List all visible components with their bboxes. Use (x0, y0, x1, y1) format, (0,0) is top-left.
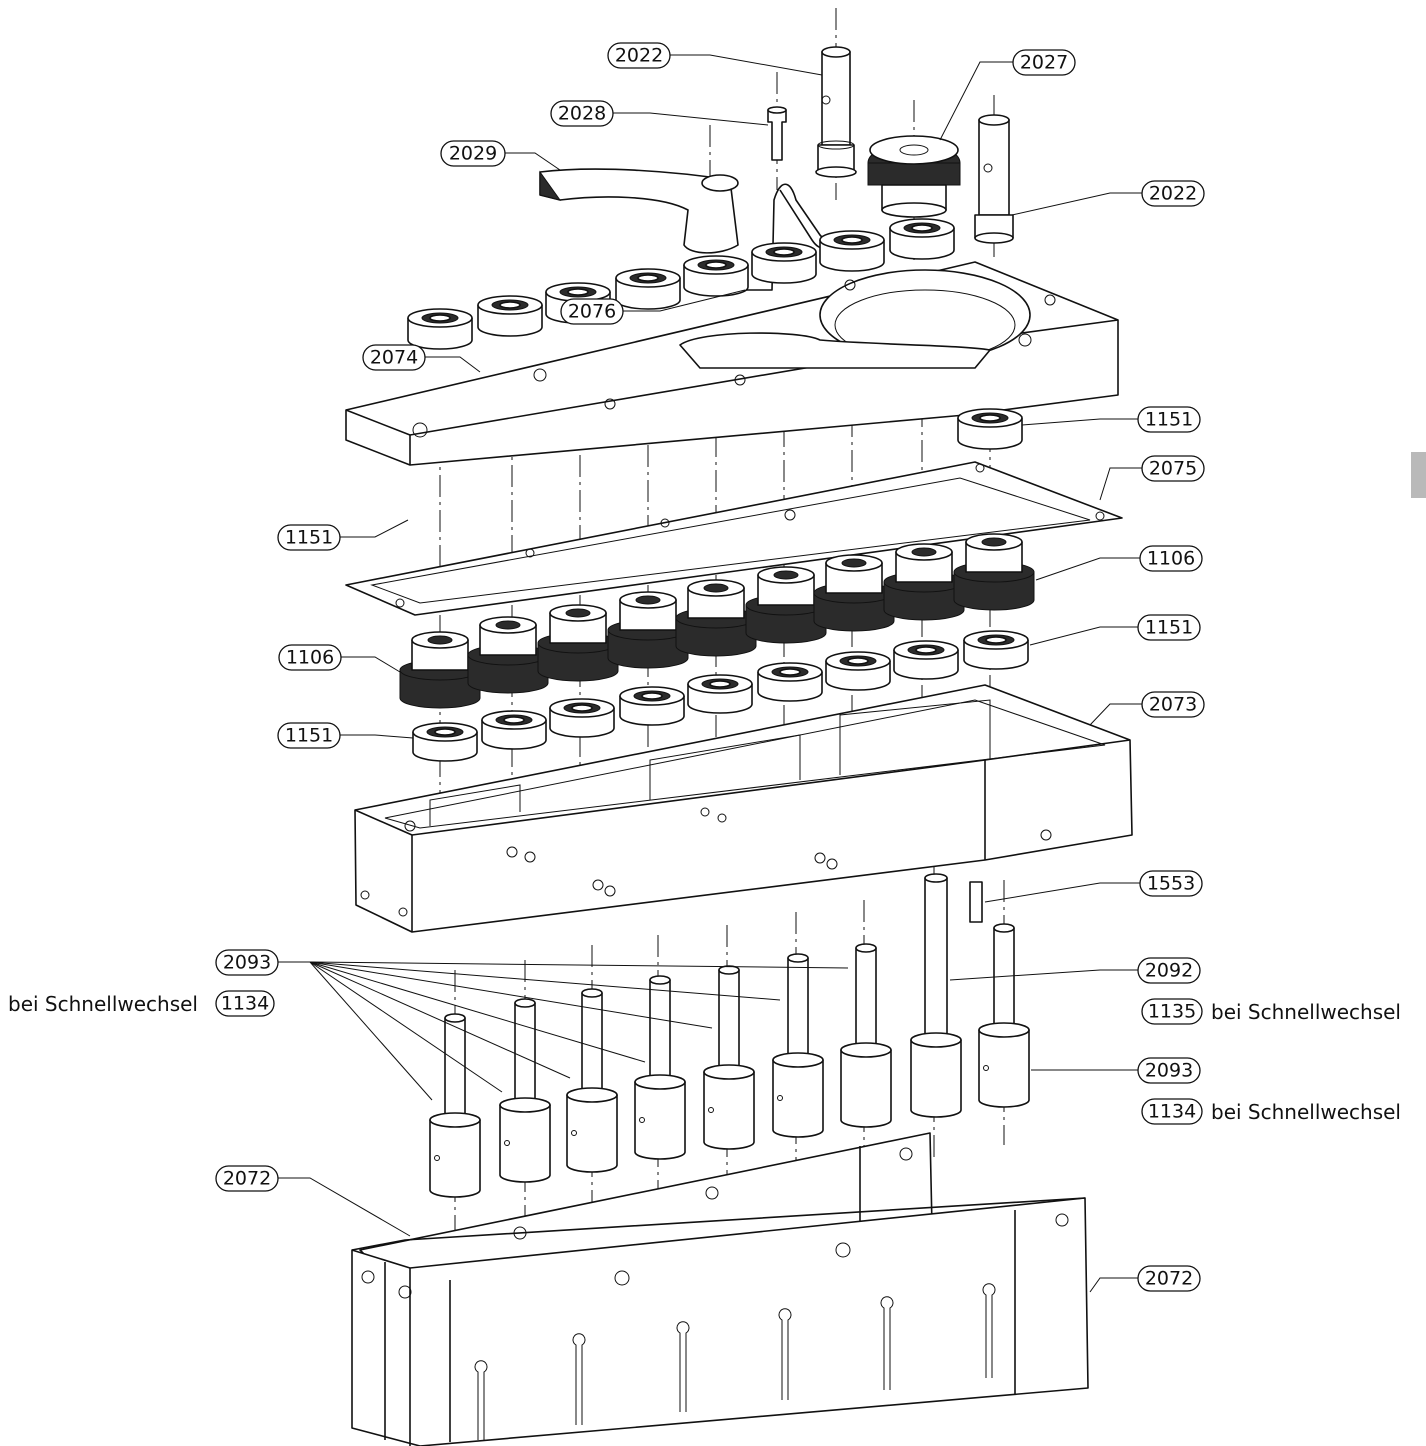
label-2022-top: 2022 (615, 45, 663, 67)
label-2072-right: 2072 (1145, 1268, 1193, 1290)
label-2092: 2092 (1145, 960, 1193, 982)
gear-2027 (867, 135, 961, 218)
label-2074: 2074 (370, 347, 418, 369)
label-2022-right: 2022 (1149, 183, 1197, 205)
label-1151-right-lower: 1151 (1145, 617, 1193, 639)
leader-lines (278, 54, 1142, 1293)
spring-2076 (745, 183, 826, 291)
housing-2073 (354, 684, 1133, 933)
label-1134-left: 1134 (221, 993, 269, 1015)
label-1106-left: 1106 (286, 647, 334, 669)
pin-2028 (767, 106, 787, 161)
shaft-row (429, 873, 1030, 1198)
top-plate-2074 (345, 261, 1119, 466)
label-2076: 2076 (568, 301, 616, 323)
label-1151-left-lower: 1151 (285, 725, 333, 747)
note-quick-change-right-2: bei Schnellwechsel (1211, 1100, 1401, 1124)
note-quick-change-right-1: bei Schnellwechsel (1211, 1000, 1401, 1024)
label-1151-top: 1151 (1145, 409, 1193, 431)
pin-2022-right (974, 114, 1014, 244)
bearing-row-upper (407, 218, 1023, 450)
gear-row-1106 (399, 533, 1035, 709)
bearing-row-lower (412, 630, 1029, 762)
label-2073: 2073 (1149, 694, 1197, 716)
pin-2022-top (815, 46, 857, 178)
key-1553 (969, 881, 983, 923)
label-1134-right: 1134 (1148, 1101, 1196, 1123)
gasket-2075 (345, 461, 1123, 616)
note-quick-change-left: bei Schnellwechsel (8, 992, 198, 1016)
part-labels: 2022 2027 2028 2029 2022 2076 2074 1151 … (8, 42, 1401, 1292)
page-edge-tab (1411, 452, 1426, 498)
label-2093-right: 2093 (1145, 1060, 1193, 1082)
cover-2072-front (351, 1197, 1089, 1446)
label-2075: 2075 (1149, 458, 1197, 480)
label-2028: 2028 (558, 103, 606, 125)
lever-2029 (539, 168, 739, 254)
label-2027: 2027 (1020, 52, 1068, 74)
label-1553: 1553 (1147, 873, 1195, 895)
label-2093-left: 2093 (223, 952, 271, 974)
label-1135: 1135 (1148, 1001, 1196, 1023)
label-2072-left: 2072 (223, 1168, 271, 1190)
label-2029: 2029 (449, 143, 497, 165)
label-1106-right: 1106 (1147, 548, 1195, 570)
label-1151-left-upper: 1151 (285, 527, 333, 549)
